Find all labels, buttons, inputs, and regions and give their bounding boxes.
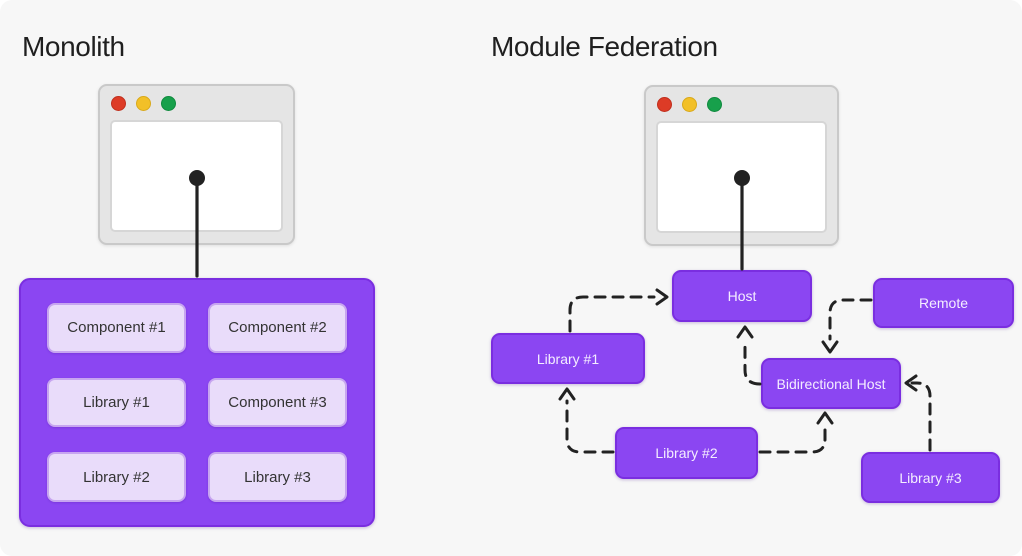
monolith-cell: Component #3 [208, 377, 347, 428]
browser-viewport [110, 120, 283, 232]
monolith-browser-window [98, 84, 295, 245]
connector-library2-bidirectional [758, 423, 827, 454]
traffic-light-red-icon [657, 97, 672, 112]
arrowhead-left-icon [904, 374, 918, 392]
monolith-title: Monolith [22, 31, 125, 62]
monolith-cell: Component #1 [47, 303, 186, 353]
monolith-cell: Library #2 [47, 452, 186, 502]
arrowhead-up-icon [558, 387, 576, 401]
traffic-light-red-icon [111, 96, 126, 111]
connector-library2-library1 [565, 399, 615, 454]
connector-library1-host [568, 295, 656, 333]
browser-viewport [656, 121, 827, 233]
connector-bidirectional-host [743, 338, 762, 386]
connector-remote-bidirectional [828, 298, 873, 341]
traffic-lights [111, 96, 176, 111]
traffic-lights [657, 97, 722, 112]
node-host: Host [672, 270, 812, 322]
monolith-cell: Library #1 [47, 377, 186, 428]
federation-browser-window [644, 85, 839, 246]
module-federation-title: Module Federation [491, 31, 718, 62]
arrowhead-up-icon [736, 325, 754, 339]
node-library-1: Library #1 [491, 333, 645, 384]
node-library-3: Library #3 [861, 452, 1000, 503]
traffic-light-green-icon [707, 97, 722, 112]
connector-library3-bidirectional [910, 381, 932, 452]
monolith-cell: Component #2 [208, 303, 347, 353]
arrowhead-up-icon [816, 411, 834, 425]
node-library-2: Library #2 [615, 427, 758, 479]
node-bidirectional-host: Bidirectional Host [761, 358, 901, 409]
arrowhead-down-icon [821, 340, 839, 354]
traffic-light-yellow-icon [136, 96, 151, 111]
arrowhead-right-icon [655, 288, 669, 306]
traffic-light-yellow-icon [682, 97, 697, 112]
monolith-container: Component #1 Component #2 Library #1 Com… [19, 278, 375, 527]
monolith-cell: Library #3 [208, 452, 347, 502]
traffic-light-green-icon [161, 96, 176, 111]
node-remote: Remote [873, 278, 1014, 328]
